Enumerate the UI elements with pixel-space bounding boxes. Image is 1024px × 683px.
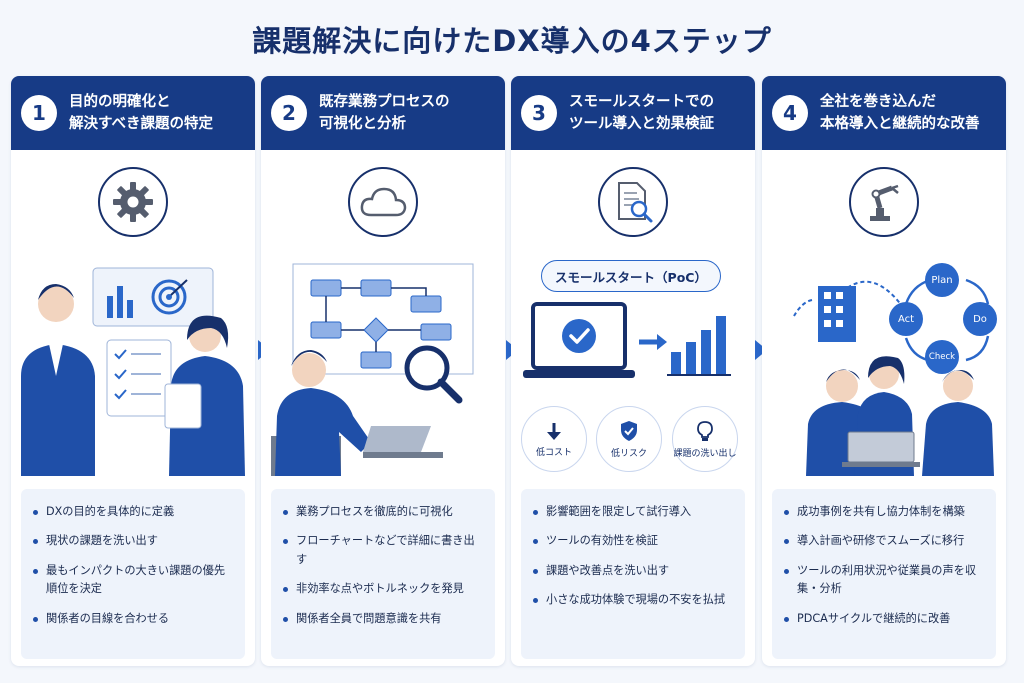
badge-low-cost: 低コスト (521, 406, 587, 472)
list-item: 関係者の目線を合わせる (33, 610, 235, 628)
gear-icon (98, 167, 168, 237)
step-header: 2 既存業務プロセスの 可視化と分析 (261, 76, 505, 150)
poc-label: スモールスタート（PoC） (541, 260, 721, 292)
list-item: 影響範囲を限定して試行導入 (533, 503, 735, 521)
illustration-flowchart (261, 256, 505, 476)
page-title: 課題解決に向けたDX導入の4ステップ (252, 24, 772, 58)
step-header: 1 目的の明確化と 解決すべき課題の特定 (11, 76, 255, 150)
bullet-list: 影響範囲を限定して試行導入 ツールの有効性を検証 課題や改善点を洗い出す 小さな… (521, 489, 745, 659)
lightbulb-icon (697, 420, 713, 441)
list-item: 業務プロセスを徹底的に可視化 (283, 503, 485, 521)
list-item: PDCAサイクルで継続的に改善 (784, 610, 986, 628)
down-arrow-icon (547, 422, 561, 440)
list-item: 課題や改善点を洗い出す (533, 562, 735, 580)
step-number: 1 (21, 95, 57, 131)
list-item: 成功事例を共有し協力体制を構築 (784, 503, 986, 521)
list-item: ツールの利用状況や従業員の声を収集・分析 (784, 562, 986, 599)
list-item: DXの目的を具体的に定義 (33, 503, 235, 521)
cloud-icon (348, 167, 418, 237)
step-number: 4 (772, 95, 808, 131)
bullet-list: 業務プロセスを徹底的に可視化 フローチャートなどで詳細に書き出す 非効率な点やボ… (271, 489, 495, 659)
cycle-node-plan: Plan (925, 263, 959, 297)
list-item: 小さな成功体験で現場の不安を払拭 (533, 591, 735, 609)
illustration-team-cycle (762, 256, 1006, 476)
step-number: 3 (521, 95, 557, 131)
cycle-node-check: Check (925, 340, 959, 374)
step-number: 2 (271, 95, 307, 131)
document-search-icon (598, 167, 668, 237)
step-card-4: 4 全社を巻き込んだ 本格導入と継続的な改善 (762, 76, 1006, 666)
step-card-1: 1 目的の明確化と 解決すべき課題の特定 (11, 76, 255, 666)
step-card-2: 2 既存業務プロセスの 可視化と分析 (261, 76, 505, 666)
robot-arm-icon (849, 167, 919, 237)
list-item: ツールの有効性を検証 (533, 532, 735, 550)
step-header: 3 スモールスタートでの ツール導入と効果検証 (511, 76, 755, 150)
bullet-list: DXの目的を具体的に定義 現状の課題を洗い出す 最もインパクトの大きい課題の優先… (21, 489, 245, 659)
list-item: フローチャートなどで詳細に書き出す (283, 532, 485, 569)
illustration-laptop-check (511, 298, 755, 408)
list-item: 非効率な点やボトルネックを発見 (283, 580, 485, 598)
badge-low-risk: 低リスク (596, 406, 662, 472)
bullet-list: 成功事例を共有し協力体制を構築 導入計画や研修でスムーズに移行 ツールの利用状況… (772, 489, 996, 659)
list-item: 関係者全員で問題意識を共有 (283, 610, 485, 628)
list-item: 現状の課題を洗い出す (33, 532, 235, 550)
step-header: 4 全社を巻き込んだ 本格導入と継続的な改善 (762, 76, 1006, 150)
list-item: 導入計画や研修でスムーズに移行 (784, 532, 986, 550)
step-title: スモールスタートでの ツール導入と効果検証 (569, 93, 714, 132)
step-title: 既存業務プロセスの 可視化と分析 (319, 93, 450, 132)
list-item: 最もインパクトの大きい課題の優先順位を決定 (33, 562, 235, 599)
step-card-3: 3 スモールスタートでの ツール導入と効果検証 スモールスタート（PoC） (511, 76, 755, 666)
badge-issue-discovery: 課題の洗い出し (672, 406, 738, 472)
cycle-node-do: Do (963, 302, 997, 336)
cycle-node-act: Act (889, 302, 923, 336)
step-title: 全社を巻き込んだ 本格導入と継続的な改善 (820, 93, 980, 132)
illustration-meeting (11, 256, 255, 476)
step-title: 目的の明確化と 解決すべき課題の特定 (69, 93, 213, 132)
shield-icon (621, 420, 637, 441)
